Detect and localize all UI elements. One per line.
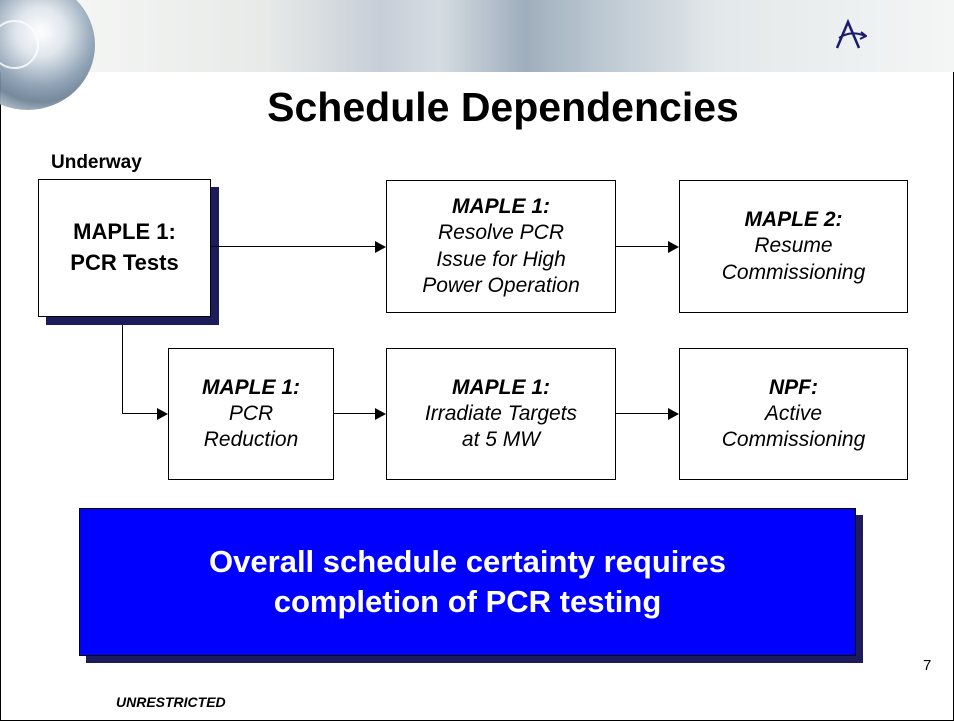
arrowhead-icon: [375, 408, 386, 420]
node-heading: MAPLE 1:: [451, 195, 550, 218]
banner-line: Overall schedule certainty requires: [209, 543, 726, 579]
company-logo-icon: [835, 18, 867, 49]
node-text: PCR Tests: [70, 250, 179, 275]
classification-label: UNRESTRICTED: [116, 694, 226, 710]
node-text: Irradiate Targets: [424, 401, 578, 425]
arrowhead-icon: [668, 241, 679, 253]
node-heading: MAPLE 1:: [73, 219, 176, 245]
edge-reduction-to-irradiate: [334, 413, 376, 414]
node-pcr-tests: MAPLE 1: PCR Tests: [38, 179, 211, 317]
node-resolve-pcr: MAPLE 1: Resolve PCR Issue for High Powe…: [386, 180, 616, 313]
edge-irradiate-to-npf: [616, 413, 669, 414]
node-text: Resume: [754, 234, 833, 258]
edge-pcr-tests-down: [122, 325, 123, 414]
node-text: Power Operation: [422, 273, 580, 297]
node-text: at 5 MW: [461, 428, 541, 452]
node-text: Issue for High: [436, 247, 566, 271]
node-heading: MAPLE 1:: [451, 375, 550, 399]
node-heading: MAPLE 2:: [744, 208, 843, 232]
arrowhead-icon: [668, 408, 679, 420]
node-text: Reduction: [203, 428, 299, 452]
conclusion-banner: Overall schedule certainty requires comp…: [79, 508, 856, 656]
edge-pcr-tests-to-resolve-pcr: [211, 246, 376, 247]
header-band: [0, 0, 954, 72]
edge-pcr-tests-to-reduction: [122, 413, 157, 414]
arrowhead-icon: [157, 408, 168, 420]
node-text: PCR: [228, 401, 274, 425]
node-heading: NPF:: [769, 375, 818, 399]
node-npf-active: NPF: Active Commissioning: [679, 348, 908, 480]
underway-label: Underway: [51, 152, 142, 173]
banner-line: completion of PCR testing: [273, 584, 662, 619]
node-maple2-resume: MAPLE 2: Resume Commissioning: [679, 180, 908, 313]
node-text: Resolve PCR: [437, 221, 565, 245]
node-text: Commissioning: [721, 260, 866, 284]
page-number: 7: [923, 657, 932, 674]
node-text: Commissioning: [721, 428, 866, 452]
node-pcr-reduction: MAPLE 1: PCR Reduction: [168, 348, 334, 480]
node-irradiate-targets: MAPLE 1: Irradiate Targets at 5 MW: [386, 348, 616, 480]
slide-title: Schedule Dependencies: [267, 84, 739, 130]
node-text: Active: [764, 401, 823, 425]
node-heading: MAPLE 1:: [201, 375, 300, 399]
arrowhead-icon: [375, 241, 386, 253]
edge-resolve-pcr-to-maple2: [616, 246, 669, 247]
